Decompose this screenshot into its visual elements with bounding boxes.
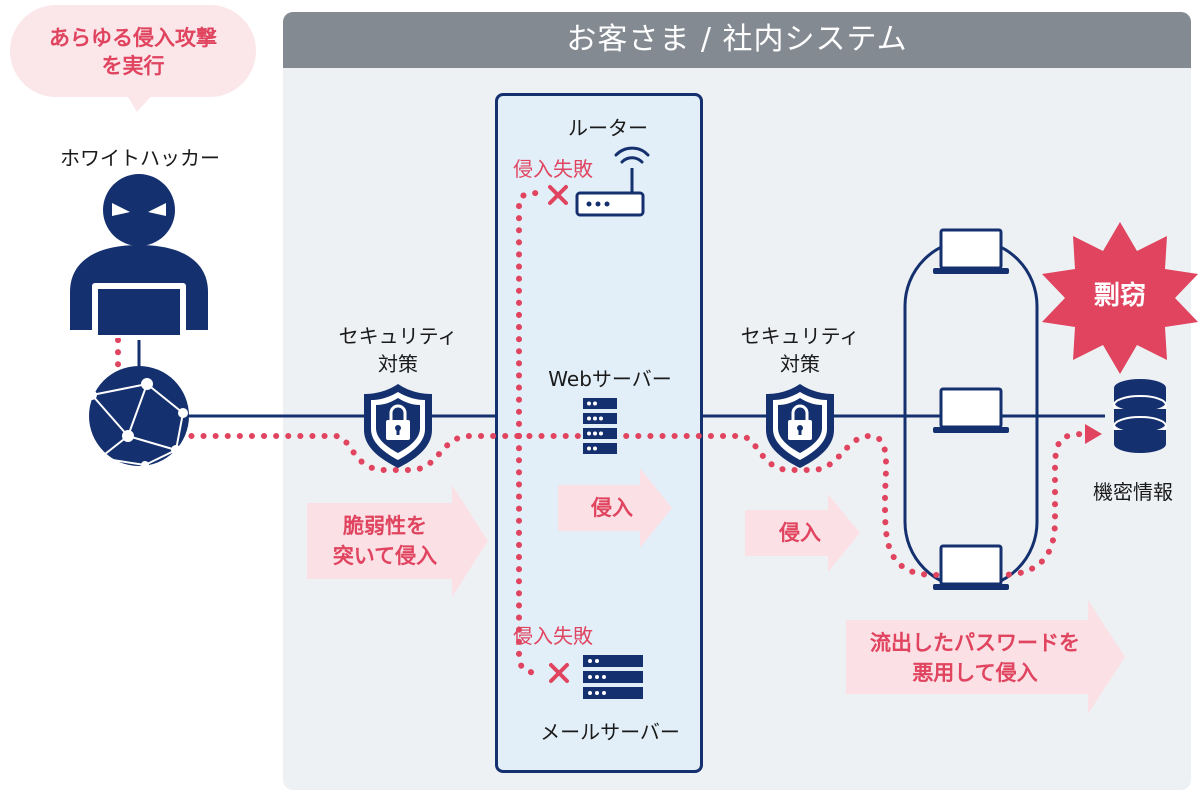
attacker-bubble-text: あらゆる侵入攻撃 を実行: [10, 24, 256, 80]
bubble-line-2: を実行: [101, 54, 165, 78]
web-server-icon: [583, 398, 617, 454]
bubble-tail: [125, 92, 155, 112]
intrude-arrow-1: [558, 468, 672, 548]
mail-attack-path: [516, 433, 543, 676]
security-label-2: セキュリティ 対策: [720, 322, 880, 378]
laptop-icon: [931, 387, 1011, 435]
password-line-2: 悪用して侵入: [912, 661, 1038, 685]
database-icon: [1113, 379, 1167, 453]
router-icon: [575, 146, 650, 217]
vuln-line-1: 脆弱性を: [343, 514, 427, 538]
hacker-icon: [70, 174, 208, 338]
router-label: ルーター: [568, 116, 648, 140]
intrude-step-2: 侵入: [779, 521, 821, 545]
security-1-line-2: 対策: [378, 352, 418, 376]
security-2-line-1: セキュリティ: [740, 324, 860, 348]
mail-server-label: メールサーバー: [540, 720, 680, 744]
theft-starburst: [1042, 222, 1198, 374]
mail-server-icon: [583, 655, 643, 699]
intrude-arrow-2: [745, 494, 860, 572]
main-attack-path: [115, 337, 1088, 578]
mail-fail-x: [549, 663, 569, 683]
laptop-icon: [931, 228, 1011, 276]
vuln-arrow: [307, 485, 488, 597]
database-label: 機密情報: [1093, 480, 1173, 504]
intrude-step-1: 侵入: [591, 496, 633, 520]
password-step-text: 流出したパスワードを 悪用して侵入: [850, 628, 1100, 688]
laptop-icon: [931, 544, 1011, 592]
password-arrow: [846, 600, 1125, 714]
router-fail-x: [548, 185, 568, 205]
security-2-line-2: 対策: [780, 352, 820, 376]
security-1-line-1: セキュリティ: [338, 324, 458, 348]
router-attack-path: [516, 190, 543, 439]
hacker-label: ホワイトハッカー: [60, 146, 220, 170]
mail-fail-label: 侵入失敗: [513, 624, 593, 648]
vuln-line-2: 突いて侵入: [332, 544, 438, 568]
password-line-1: 流出したパスワードを: [870, 631, 1080, 655]
router-fail-label: 侵入失敗: [513, 157, 593, 181]
attacker-speech-bubble: [10, 5, 256, 97]
wifi-icon: [614, 146, 650, 164]
shield-lock-icon: [764, 382, 836, 470]
attack-arrowhead: [1085, 424, 1102, 444]
security-label-1: セキュリティ 対策: [318, 322, 478, 378]
globe-icon: [87, 366, 189, 469]
vuln-step-text: 脆弱性を 突いて侵入: [310, 511, 460, 571]
internal-system-panel: お客さま / 社内システム: [283, 12, 1191, 790]
theft-label: 剽窃: [1093, 281, 1146, 311]
attack-path: [115, 190, 1088, 676]
system-title: お客さま / 社内システム: [283, 12, 1191, 68]
bubble-line-1: あらゆる侵入攻撃: [49, 26, 217, 50]
shield-lock-icon: [362, 382, 434, 470]
web-server-label: Webサーバー: [548, 367, 672, 391]
